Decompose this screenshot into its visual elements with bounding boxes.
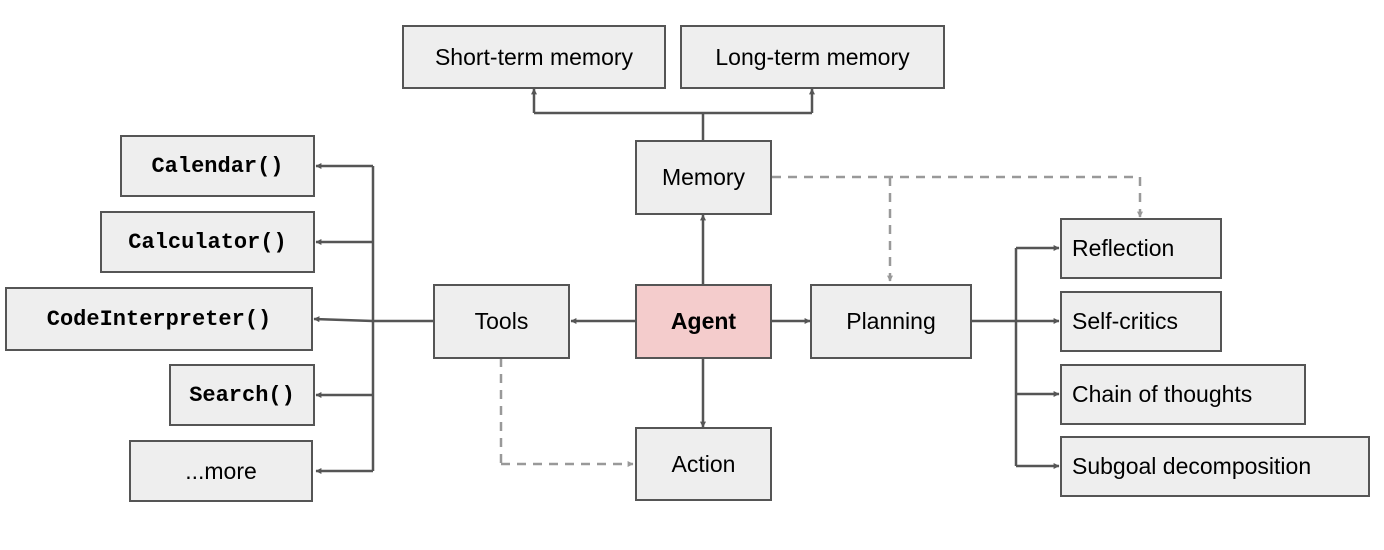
edge-memory-to-planning-dashed — [772, 175, 1143, 282]
edge-planning-to-methods — [971, 245, 1060, 469]
subgoal-decomposition-node: Subgoal decomposition — [1060, 436, 1370, 497]
agent-node: Agent — [635, 284, 772, 359]
action-node: Action — [635, 427, 772, 501]
self-critics-node: Self-critics — [1060, 291, 1222, 352]
calculator-tool-node: Calculator() — [100, 211, 315, 273]
memory-node: Memory — [635, 140, 772, 215]
long-term-memory-node: Long-term memory — [680, 25, 945, 89]
chain-of-thoughts-node: Chain of thoughts — [1060, 364, 1306, 425]
more-tools-node: ...more — [129, 440, 313, 502]
planning-node: Planning — [810, 284, 972, 359]
tools-node: Tools — [433, 284, 570, 359]
edge-tools-to-functions — [313, 163, 433, 474]
edge-tools-to-action-dashed — [499, 358, 634, 467]
code-interpreter-tool-node: CodeInterpreter() — [5, 287, 313, 351]
edge-memory-to-memory-types — [531, 88, 815, 140]
short-term-memory-node: Short-term memory — [402, 25, 666, 89]
calendar-tool-node: Calendar() — [120, 135, 315, 197]
search-tool-node: Search() — [169, 364, 315, 426]
reflection-node: Reflection — [1060, 218, 1222, 279]
